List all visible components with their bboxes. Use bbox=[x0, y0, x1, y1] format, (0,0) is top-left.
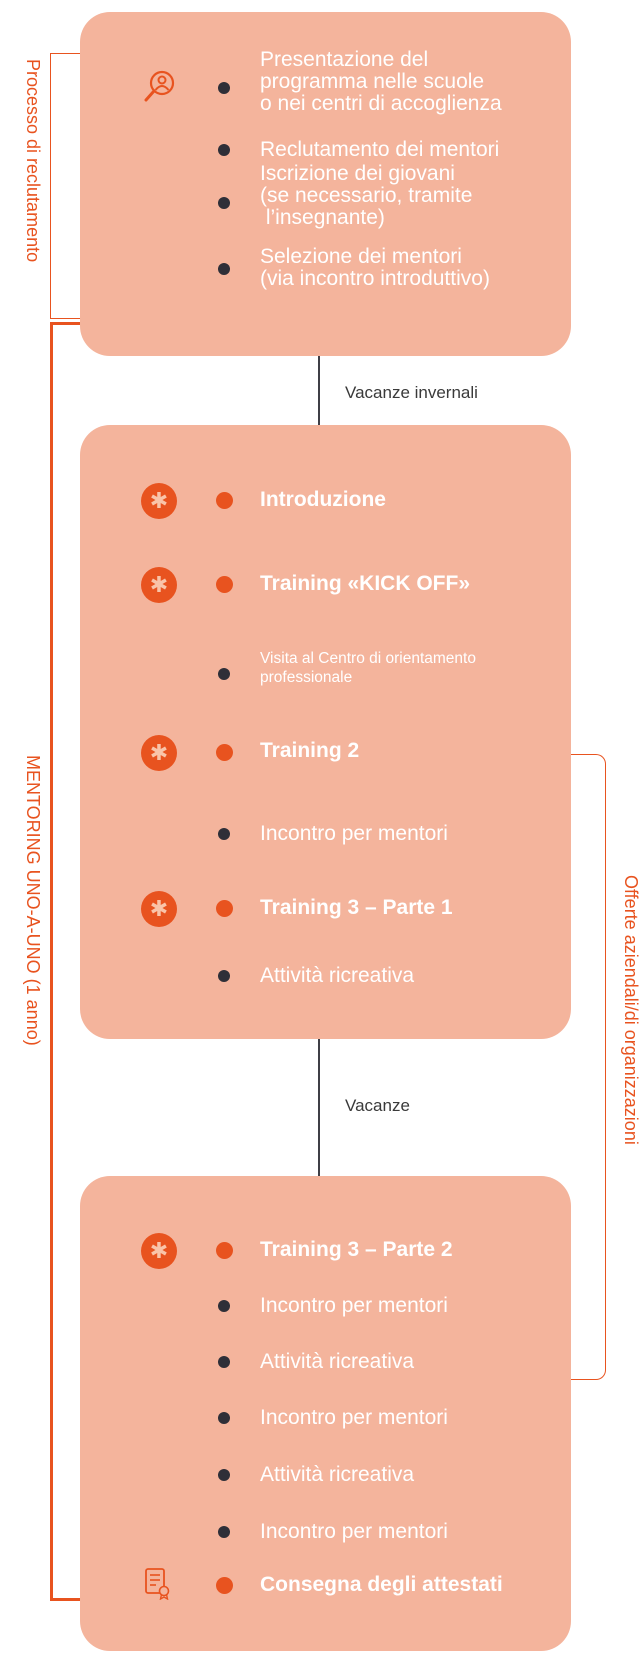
connector-line bbox=[318, 356, 320, 426]
mentoring-label: MENTORING UNO-A-UNO (1 anno) bbox=[23, 755, 43, 1046]
gap-label-holidays: Vacanze bbox=[345, 1096, 410, 1115]
bullet-accent bbox=[216, 900, 233, 917]
star-people-icon: ✱ bbox=[141, 567, 177, 603]
timeline-item-text: Incontro per mentori bbox=[260, 1520, 448, 1543]
recruitment-bracket bbox=[50, 53, 81, 319]
timeline-item-text: Selezione dei mentori (via incontro intr… bbox=[260, 245, 490, 290]
connector-line bbox=[318, 1039, 320, 1177]
recruitment-label: Processo di reclutamento bbox=[23, 59, 43, 263]
bullet bbox=[218, 668, 230, 680]
bullet bbox=[218, 263, 230, 275]
star-people-icon: ✱ bbox=[141, 483, 177, 519]
bullet-accent bbox=[216, 744, 233, 761]
timeline-item-text: Incontro per mentori bbox=[260, 1294, 448, 1317]
timeline-item-text: Attività ricreativa bbox=[260, 1350, 415, 1373]
bullet-accent bbox=[216, 1577, 233, 1594]
bullet bbox=[218, 970, 230, 982]
bullet bbox=[218, 1356, 230, 1368]
timeline-item-text: Reclutamento dei mentori bbox=[260, 138, 500, 161]
mentoring-card-1: ✱ Introduzione ✱ Training «KICK OFF» Vis… bbox=[80, 425, 571, 1039]
bullet-accent bbox=[216, 492, 233, 509]
recruitment-card: Presentazione del programma nelle scuole… bbox=[80, 12, 571, 356]
timeline-item-text: Presentazione del programma nelle scuole… bbox=[260, 48, 502, 115]
search-person-icon bbox=[144, 70, 175, 102]
bullet bbox=[218, 1412, 230, 1424]
mentoring-card-2: ✱ Training 3 – Parte 2 Incontro per ment… bbox=[80, 1176, 571, 1651]
star-people-icon: ✱ bbox=[141, 1233, 177, 1269]
timeline-item-text: Attività ricreativa bbox=[260, 1463, 415, 1486]
timeline-item-text: Visita al Centro di orientamento profess… bbox=[260, 650, 476, 686]
timeline-item-text: Incontro per mentori bbox=[260, 1406, 448, 1429]
timeline-item-text: Introduzione bbox=[260, 488, 386, 511]
mentoring-bracket bbox=[50, 322, 83, 1601]
timeline-item-text: Training 3 – Parte 1 bbox=[260, 896, 453, 919]
gap-label-winter-holidays: Vacanze invernali bbox=[345, 383, 478, 402]
timeline-item-text: Training 3 – Parte 2 bbox=[260, 1238, 453, 1261]
timeline-item-text: Iscrizione dei giovani (se necessario, t… bbox=[260, 162, 473, 229]
offers-bracket bbox=[571, 754, 606, 1380]
timeline-item-text: Attività ricreativa bbox=[260, 964, 415, 987]
timeline-item-text: Training 2 bbox=[260, 739, 360, 762]
timeline-item-text: Consegna degli attestati bbox=[260, 1573, 503, 1596]
bullet bbox=[218, 1526, 230, 1538]
bullet bbox=[218, 82, 230, 94]
star-people-icon: ✱ bbox=[141, 735, 177, 771]
bullet bbox=[218, 1300, 230, 1312]
timeline-item-text: Incontro per mentori bbox=[260, 822, 448, 845]
bullet bbox=[218, 828, 230, 840]
bullet bbox=[218, 144, 230, 156]
bullet bbox=[218, 197, 230, 209]
bullet-accent bbox=[216, 1242, 233, 1259]
bullet bbox=[218, 1469, 230, 1481]
bullet-accent bbox=[216, 576, 233, 593]
timeline-item-text: Training «KICK OFF» bbox=[260, 572, 471, 595]
certificate-icon bbox=[145, 1568, 170, 1600]
offers-label: Offerte aziendali/di organizzazioni bbox=[621, 875, 641, 1145]
star-people-icon: ✱ bbox=[141, 891, 177, 927]
